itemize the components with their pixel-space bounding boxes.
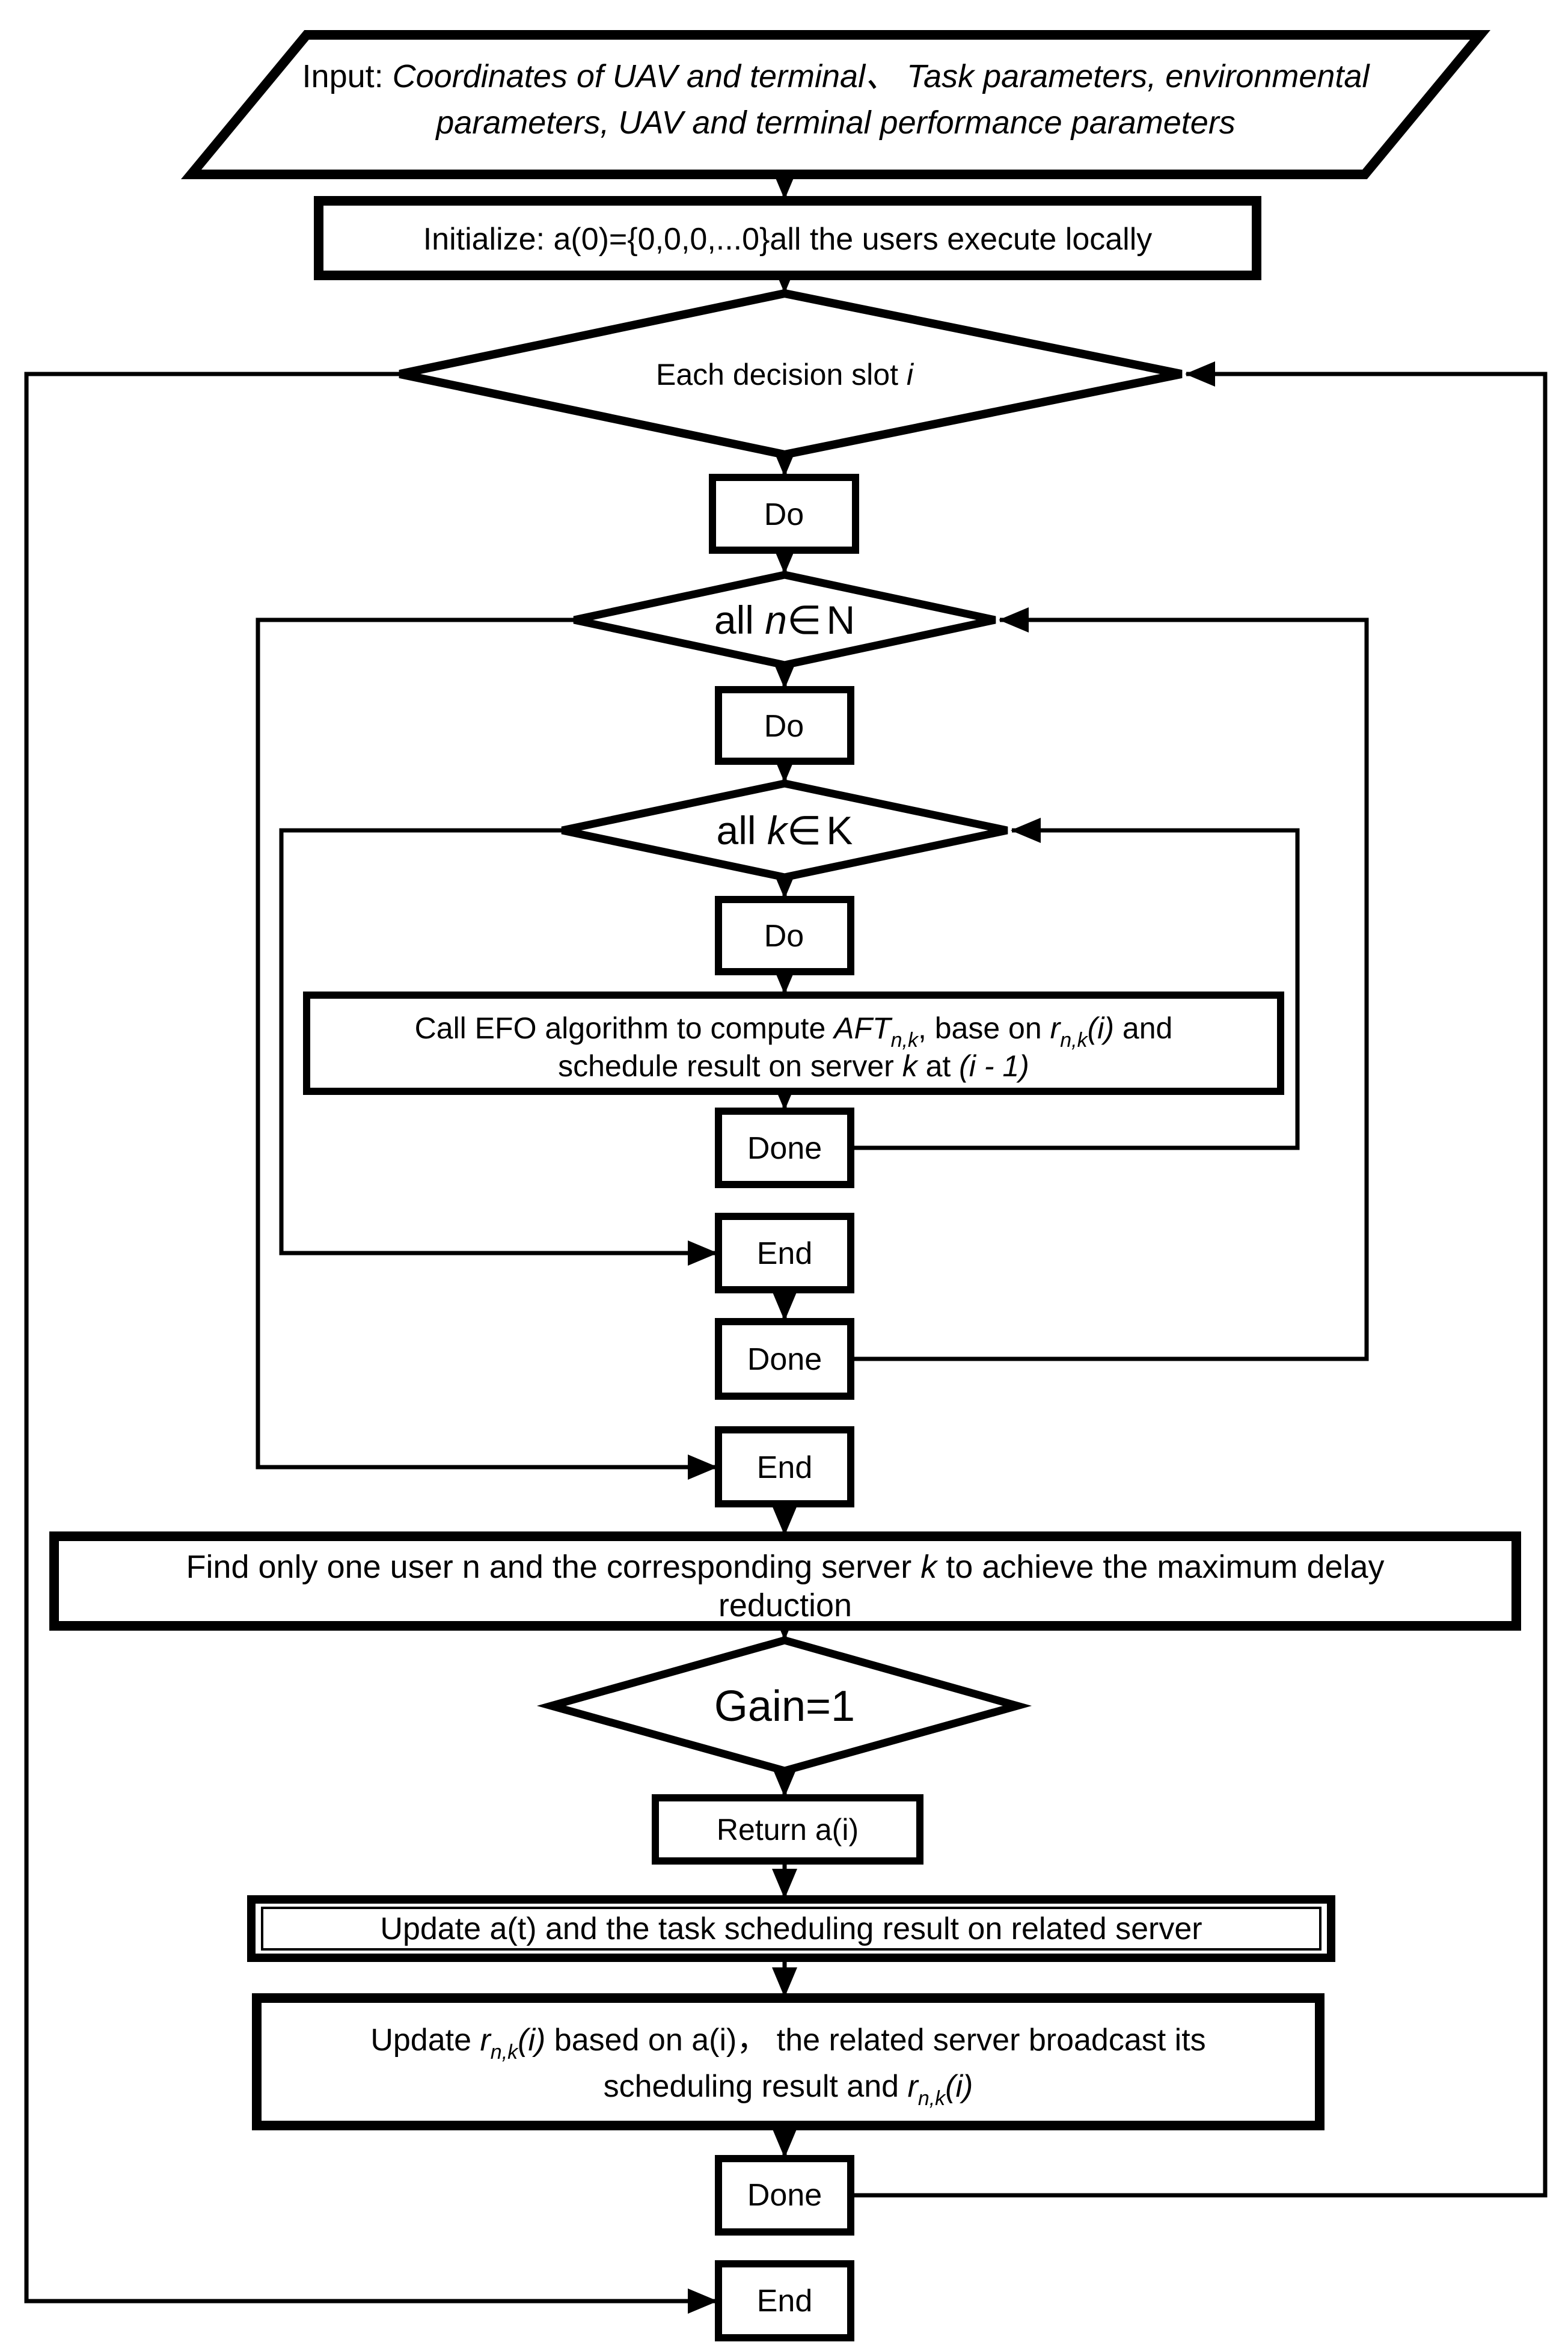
do2-text: Do (764, 709, 804, 744)
loop-k-text: all k∈K (717, 808, 853, 853)
return-rect-shape (652, 1794, 923, 1865)
input-parallelogram-shape (180, 30, 1491, 179)
update-r-text-line1: Update rn,k(i) based on a(i)， the relate… (370, 2023, 1205, 2064)
loop-k-diamond: all k∈K (561, 779, 1008, 881)
loop-k-diamond-shape (561, 779, 1008, 881)
done2-rect-shape (715, 1318, 854, 1400)
loop-n-diamond: all n∈N (573, 571, 996, 669)
end3-rect-shape (715, 2260, 854, 2341)
loop-n-text: all n∈N (714, 598, 855, 642)
decision-slot-diamond: Each decision slot i (399, 289, 1183, 459)
edge-decision-exit-end3 (24, 372, 718, 2314)
end2-text: End (757, 1450, 813, 1485)
edge-loopn-exit-end2 (256, 618, 718, 1480)
edge-loopk-exit-end1 (279, 828, 718, 1266)
done1-rect: Done (715, 1108, 854, 1188)
done2-text: Done (747, 1342, 822, 1377)
update-r-rect: Update rn,k(i) based on a(i)， the relate… (252, 1993, 1325, 2130)
do1-rect-shape (709, 474, 859, 554)
update-a-rect-inner (261, 1907, 1321, 1951)
return-rect: Return a(i) (652, 1794, 923, 1865)
return-text: Return a(i) (717, 1813, 859, 1847)
do2-rect-shape (715, 686, 854, 765)
end3-text: End (757, 2284, 813, 2319)
done3-rect: Done (715, 2155, 854, 2236)
do1-text: Do (764, 497, 804, 532)
do2-rect: Do (715, 686, 854, 765)
update-r-text-line2: scheduling result and rn,k(i) (604, 2069, 973, 2110)
done1-rect-shape (715, 1108, 854, 1188)
input-text-line1: Input: Coordinates of UAV and terminal、 … (302, 58, 1371, 94)
find-text-line2: reduction (718, 1587, 852, 1623)
do3-rect: Do (715, 896, 854, 975)
gain-text: Gain=1 (714, 1682, 855, 1730)
initialize-text: Initialize: a(0)={0,0,0,...0}all the use… (423, 222, 1153, 257)
input-parallelogram: Input: Coordinates of UAV and terminal、 … (180, 30, 1491, 179)
initialize-rect-shape (314, 196, 1261, 280)
update-a-text: Update a(t) and the task scheduling resu… (380, 1911, 1202, 1946)
initialize-rect: Initialize: a(0)={0,0,0,...0}all the use… (314, 196, 1261, 280)
input-text-line2: parameters, UAV and terminal performance… (435, 105, 1236, 141)
end2-rect-shape (715, 1426, 854, 1507)
loop-n-diamond-shape (573, 571, 996, 669)
edge-done1-return-loopk (851, 818, 1300, 1150)
decision-slot-diamond-shape (399, 289, 1183, 459)
find-rect-shape (49, 1531, 1521, 1631)
done3-rect-shape (715, 2155, 854, 2236)
gain-diamond-shape (536, 1636, 1032, 1775)
efo-text-line2: schedule result on server k at (i - 1) (558, 1049, 1029, 1083)
done1-text: Done (747, 1131, 822, 1166)
efo-rect: Call EFO algorithm to compute AFTn,k, ba… (303, 992, 1284, 1095)
efo-text-line1: Call EFO algorithm to compute AFTn,k, ba… (415, 1011, 1173, 1052)
decision-slot-text: Each decision slot i (656, 358, 914, 391)
find-rect: Find only one user n and the correspondi… (49, 1531, 1521, 1631)
do1-rect: Do (709, 474, 859, 554)
end1-rect: End (715, 1213, 854, 1293)
end1-text: End (757, 1236, 813, 1271)
efo-rect-shape (303, 992, 1284, 1095)
find-text-line1: Find only one user n and the correspondi… (186, 1549, 1384, 1585)
edge-done3-return-decision (851, 361, 1548, 2198)
do3-text: Do (764, 919, 804, 954)
gain-diamond: Gain=1 (536, 1636, 1032, 1775)
update-r-rect-shape (252, 1993, 1325, 2130)
edge-done2-return-loopn (851, 607, 1369, 1361)
end2-rect: End (715, 1426, 854, 1507)
done3-text: Done (747, 2178, 822, 2213)
end3-rect: End (715, 2260, 854, 2341)
update-a-rect: Update a(t) and the task scheduling resu… (247, 1895, 1335, 1962)
end1-rect-shape (715, 1213, 854, 1293)
do3-rect-shape (715, 896, 854, 975)
done2-rect: Done (715, 1318, 854, 1400)
